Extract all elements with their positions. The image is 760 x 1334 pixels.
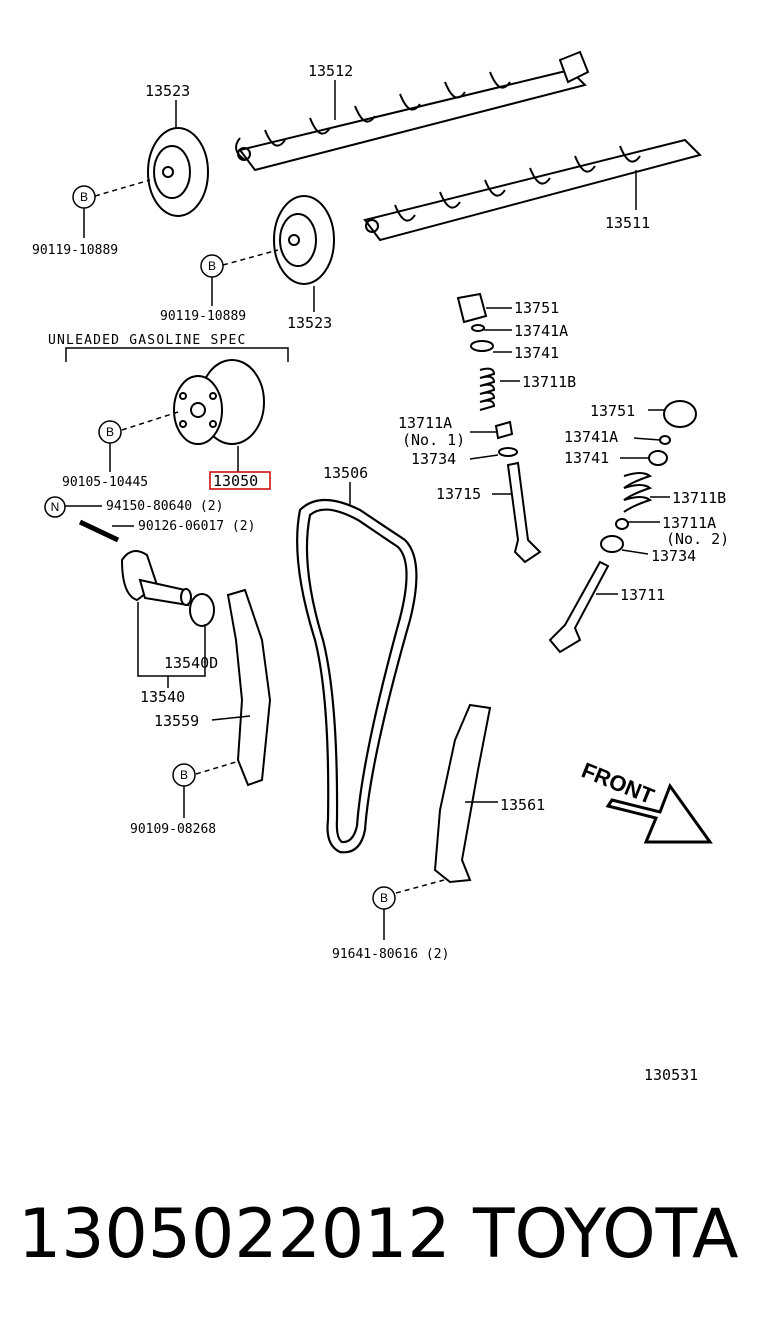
dash-slipper-bolt bbox=[195, 761, 237, 775]
label-valve-2: 13711 bbox=[620, 586, 665, 604]
label-retainer-2: 13741 bbox=[564, 449, 609, 467]
vvt-bolt-bubble: B bbox=[98, 420, 122, 444]
spec-bracket bbox=[65, 347, 289, 362]
camshaft-lower[interactable] bbox=[363, 138, 702, 242]
sprocket-left[interactable] bbox=[147, 127, 209, 217]
footer-part-number: 1305022012 bbox=[18, 1195, 451, 1274]
leader-slipper bbox=[211, 715, 251, 721]
svg-text:B: B bbox=[106, 425, 114, 439]
label-retainer-1: 13741 bbox=[514, 344, 559, 362]
label-bolt-slipper: 90109-08268 bbox=[130, 822, 216, 837]
label-spring-1: 13711B bbox=[522, 373, 576, 391]
bolt-bubble-right: B bbox=[200, 254, 224, 278]
dash-guide-bolt bbox=[395, 879, 445, 894]
front-arrow-icon: FRONT bbox=[578, 757, 713, 844]
valve-train-2[interactable] bbox=[548, 400, 697, 654]
label-seat-1: 13711A bbox=[398, 414, 452, 432]
dash-bolt-right bbox=[222, 249, 279, 266]
label-chain-guide: 13561 bbox=[500, 796, 545, 814]
guide-bolt-bubble: B bbox=[372, 886, 396, 910]
label-vvt-bolt: 90105-10445 bbox=[62, 475, 148, 490]
svg-text:B: B bbox=[380, 891, 388, 905]
bolt-bubble-left: B bbox=[72, 185, 96, 209]
tensioner[interactable] bbox=[120, 550, 192, 607]
label-bolt-guide: 91641-80616 (2) bbox=[332, 947, 449, 962]
label-figure-code: 130531 bbox=[644, 1066, 698, 1084]
sprocket-right[interactable] bbox=[273, 195, 335, 285]
parts-diagram: B B B N bbox=[32, 50, 729, 1084]
label-lifter-1: 13751 bbox=[514, 299, 559, 317]
camshaft-upper[interactable] bbox=[235, 50, 590, 172]
svg-text:B: B bbox=[180, 768, 188, 782]
label-lifter-2: 13751 bbox=[590, 402, 635, 420]
leader-seal-2 bbox=[621, 549, 649, 555]
label-bolt-right: 90119-10889 bbox=[160, 309, 246, 324]
tensioner-bracket bbox=[137, 602, 206, 677]
label-seal-1: 13734 bbox=[411, 450, 456, 468]
label-spring-2: 13711B bbox=[672, 489, 726, 507]
leader-seal-1 bbox=[469, 454, 499, 460]
chain-guide[interactable] bbox=[433, 703, 492, 884]
stud[interactable] bbox=[78, 519, 120, 543]
footer-brand: TOYOTA bbox=[473, 1195, 739, 1274]
label-sprocket-right: 13523 bbox=[287, 314, 332, 332]
dash-bolt-left bbox=[94, 179, 151, 197]
label-bolt-left: 90119-10889 bbox=[32, 243, 118, 258]
label-spec-note: UNLEADED GASOLINE SPEC bbox=[48, 333, 247, 348]
gasket-ring[interactable] bbox=[189, 593, 215, 627]
chain-slipper[interactable] bbox=[226, 588, 272, 787]
label-seat-2-sub: (No. 2) bbox=[666, 530, 729, 548]
label-gasket: 13540D bbox=[164, 654, 218, 672]
label-shim-2: 13741A bbox=[564, 428, 618, 446]
timing-chain[interactable] bbox=[296, 499, 418, 854]
label-chain: 13506 bbox=[323, 464, 368, 482]
slipper-bolt-bubble: B bbox=[172, 763, 196, 787]
label-camshaft-lower: 13511 bbox=[605, 214, 650, 232]
leader-shim-2 bbox=[633, 437, 661, 441]
label-shim-1: 13741A bbox=[514, 322, 568, 340]
footer-caption: 1305022012 TOYOTA bbox=[18, 1190, 748, 1280]
svg-text:B: B bbox=[208, 259, 216, 273]
label-tensioner: 13540 bbox=[140, 688, 185, 706]
label-guide-slipper: 13559 bbox=[154, 712, 199, 730]
label-sprocket-left: 13523 bbox=[145, 82, 190, 100]
vvt-assembly[interactable] bbox=[173, 359, 265, 445]
dash-vvt-bolt bbox=[121, 411, 179, 431]
label-plug: 94150-80640 (2) bbox=[106, 499, 223, 514]
label-stud: 90126-06017 (2) bbox=[138, 519, 255, 534]
label-camshaft-upper: 13512 bbox=[308, 62, 353, 80]
svg-text:B: B bbox=[80, 190, 88, 204]
valve-train-1[interactable] bbox=[456, 292, 542, 564]
highlight-box-13050 bbox=[209, 471, 271, 490]
label-seat-2: 13711A bbox=[662, 514, 716, 532]
label-vvt-assembly: 13050 bbox=[213, 472, 258, 490]
plug-bubble: N bbox=[44, 496, 66, 518]
label-seal-2: 13734 bbox=[651, 547, 696, 565]
label-valve-1: 13715 bbox=[436, 485, 481, 503]
svg-text:N: N bbox=[51, 500, 60, 514]
label-seat-1-sub: (No. 1) bbox=[402, 431, 465, 449]
